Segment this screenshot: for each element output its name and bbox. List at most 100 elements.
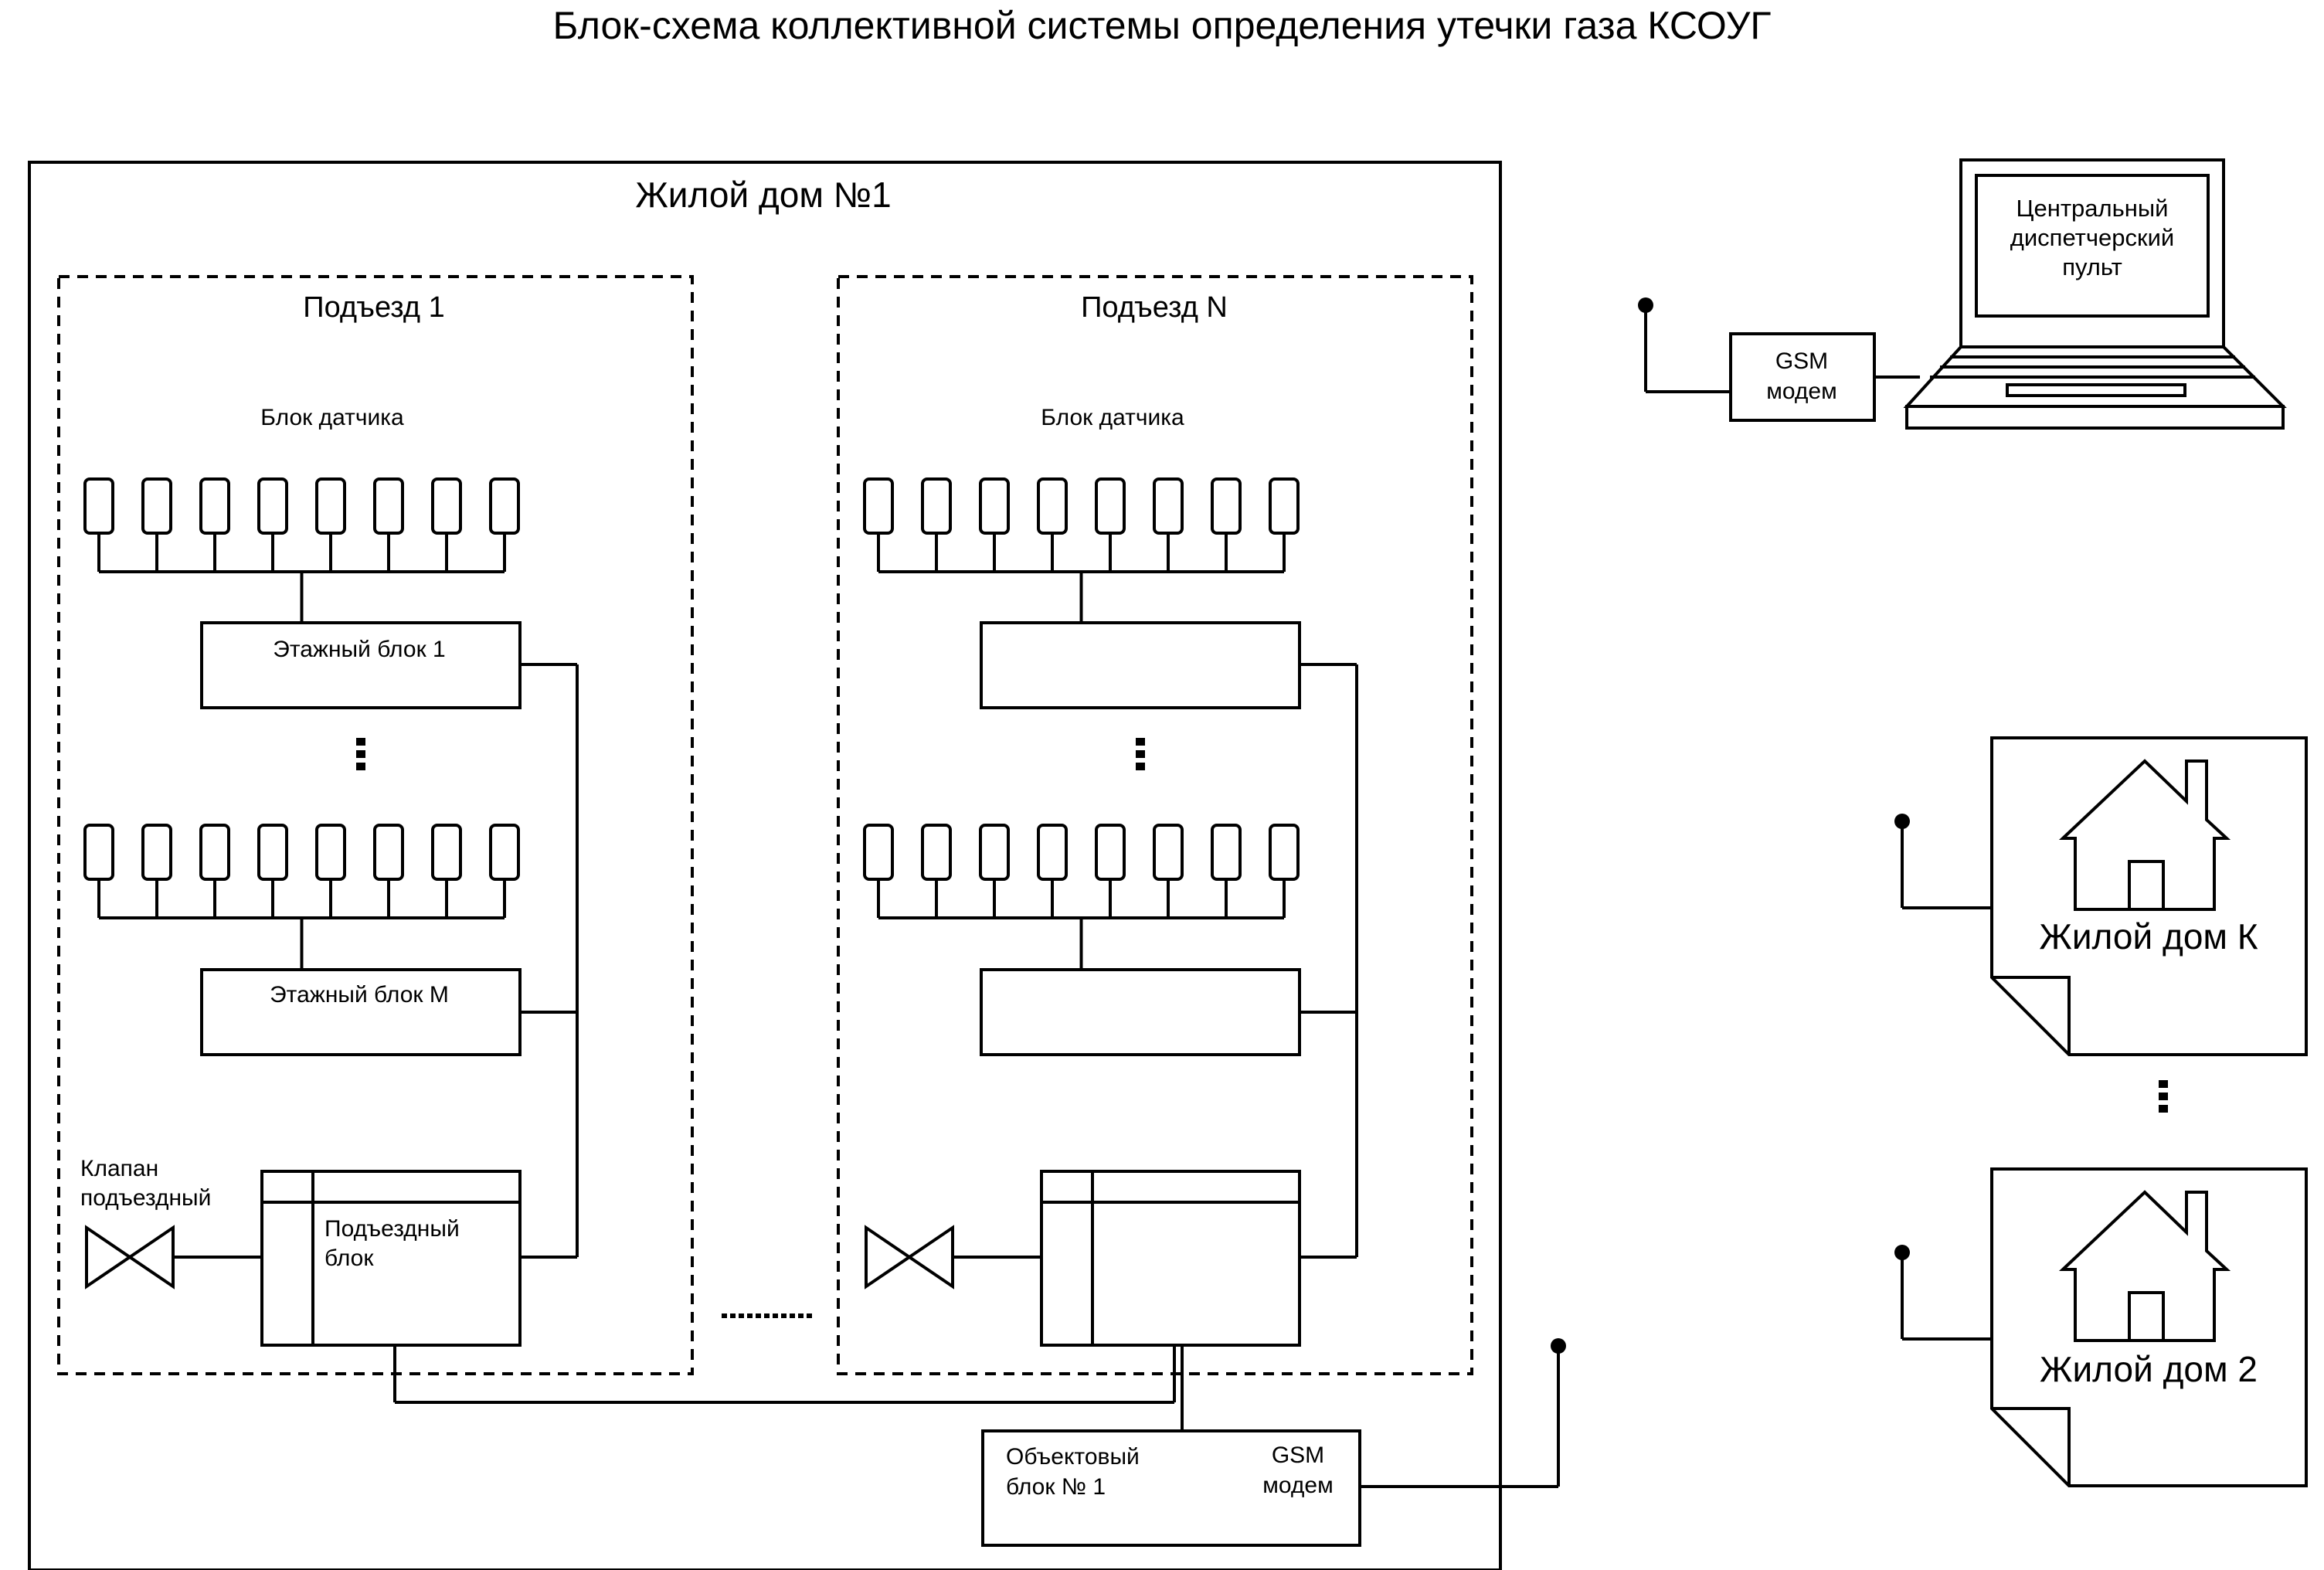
continuation-dots [1136,750,1145,758]
object-block-label-line1: Объектовый [1006,1444,1140,1470]
object-block-label-line2: блок № 1 [1006,1474,1106,1500]
gas-sensor-bottom [489,824,520,881]
gas-valve-icon [85,1225,175,1290]
gas-sensor-top [1269,477,1300,535]
gas-sensor-bottom [1037,824,1068,881]
gas-sensor-top [257,477,288,535]
valve-label-line1: Клапан [80,1156,158,1181]
entrance-n-sensor-block-label: Блок датчика [1041,405,1184,430]
house-icon [2058,1190,2231,1342]
entrance-continuation-dots [798,1313,804,1318]
valve-label-line2: подъездный [80,1185,211,1211]
continuation-dots [356,738,365,746]
house-card-k [1990,736,2308,1056]
antenna-icon [1894,814,1910,829]
entrance-1-frame [57,275,694,1375]
object-gsm-label-line2: модем [1262,1473,1333,1498]
building-1-frame [28,161,1502,1570]
houses-continuation-dots [2159,1093,2168,1100]
gas-sensor-top [431,477,462,535]
gas-valve-icon [865,1225,954,1290]
houses-continuation-dots [2159,1105,2168,1113]
entrance-block-label-line1: Подъездный [324,1216,460,1242]
building-1-title: Жилой дом №1 [635,175,891,215]
gas-sensor-top [921,477,952,535]
gas-sensor-bottom [1269,824,1300,881]
house-card-fold [1992,976,2071,1055]
house-k-label: Жилой дом К [2039,916,2258,957]
continuation-dots [356,763,365,770]
gas-sensor-bottom [315,824,346,881]
gas-sensor-bottom [141,824,172,881]
gas-sensor-bottom [83,824,114,881]
entrance-block [260,1170,522,1347]
gas-sensor-bottom [979,824,1010,881]
gas-sensor-top [83,477,114,535]
gas-sensor-bottom [257,824,288,881]
house-card-fold [1992,1407,2071,1486]
gas-sensor-bottom [863,824,894,881]
gas-sensor-top [373,477,404,535]
entrance-n-title: Подъезд N [1081,291,1228,324]
gas-sensor-top [141,477,172,535]
gas-sensor-top [1095,477,1126,535]
entrance-1-sensor-block-label: Блок датчика [260,405,404,430]
house-2-label: Жилой дом 2 [2040,1349,2258,1389]
continuation-dots [356,750,365,758]
floor-block-top [980,621,1301,709]
gas-sensor-top [1153,477,1184,535]
gas-sensor-bottom [1095,824,1126,881]
dispatch-label-line2: диспетчерский [2010,224,2174,251]
gas-sensor-bottom [431,824,462,881]
gas-sensor-top [1037,477,1068,535]
gas-sensor-top [489,477,520,535]
house-icon [2058,759,2231,911]
entrance-continuation-dots [790,1313,795,1318]
entrance-continuation-dots [747,1313,753,1318]
houses-continuation-dots [2159,1080,2168,1088]
gas-sensor-bottom [1211,824,1242,881]
entrance-continuation-dots [781,1313,787,1318]
house-door-icon [2128,860,2165,911]
floor-block-m-label: Этажный блок M [270,982,449,1008]
gas-sensor-bottom [921,824,952,881]
entrance-continuation-dots [773,1313,778,1318]
entrance-continuation-dots [807,1313,812,1318]
entrance-block-label-line2: блок [324,1245,374,1271]
gas-sensor-top [863,477,894,535]
floor-block-1-label: Этажный блок 1 [273,637,445,662]
gas-sensor-top [979,477,1010,535]
house-door-icon [2128,1291,2165,1342]
entrance-continuation-dots [756,1313,761,1318]
dispatch-gsm-label-line1: GSM [1775,348,1828,374]
antenna-icon [1551,1338,1566,1354]
antenna-icon [1638,297,1653,313]
gas-sensor-top [315,477,346,535]
continuation-dots [1136,738,1145,746]
antenna-icon [1894,1245,1910,1260]
gas-sensor-bottom [199,824,230,881]
house-card-2 [1990,1167,2308,1487]
dispatch-label-line1: Центральный [2017,195,2169,222]
floor-block-top [200,621,522,709]
laptop-screen-inner [1975,174,2210,318]
dispatch-gsm-modem [1729,332,1876,422]
gas-sensor-top [1211,477,1242,535]
gas-sensor-bottom [373,824,404,881]
entrance-1-title: Подъезд 1 [303,291,444,324]
entrance-n-frame [837,275,1473,1375]
diagram-title: Блок-схема коллективной системы определе… [553,4,1772,47]
laptop-touchpad [2006,383,2186,397]
entrance-continuation-dots [722,1313,727,1318]
entrance-block [1040,1170,1301,1347]
object-gsm-label-line1: GSM [1272,1443,1324,1468]
laptop-base [1905,405,2285,430]
dispatch-gsm-label-line2: модем [1766,379,1836,404]
dispatch-label-line3: пульт [2062,253,2122,280]
gas-sensor-bottom [1153,824,1184,881]
gas-sensor-top [199,477,230,535]
entrance-continuation-dots [764,1313,770,1318]
entrance-continuation-dots [739,1313,744,1318]
entrance-continuation-dots [730,1313,736,1318]
